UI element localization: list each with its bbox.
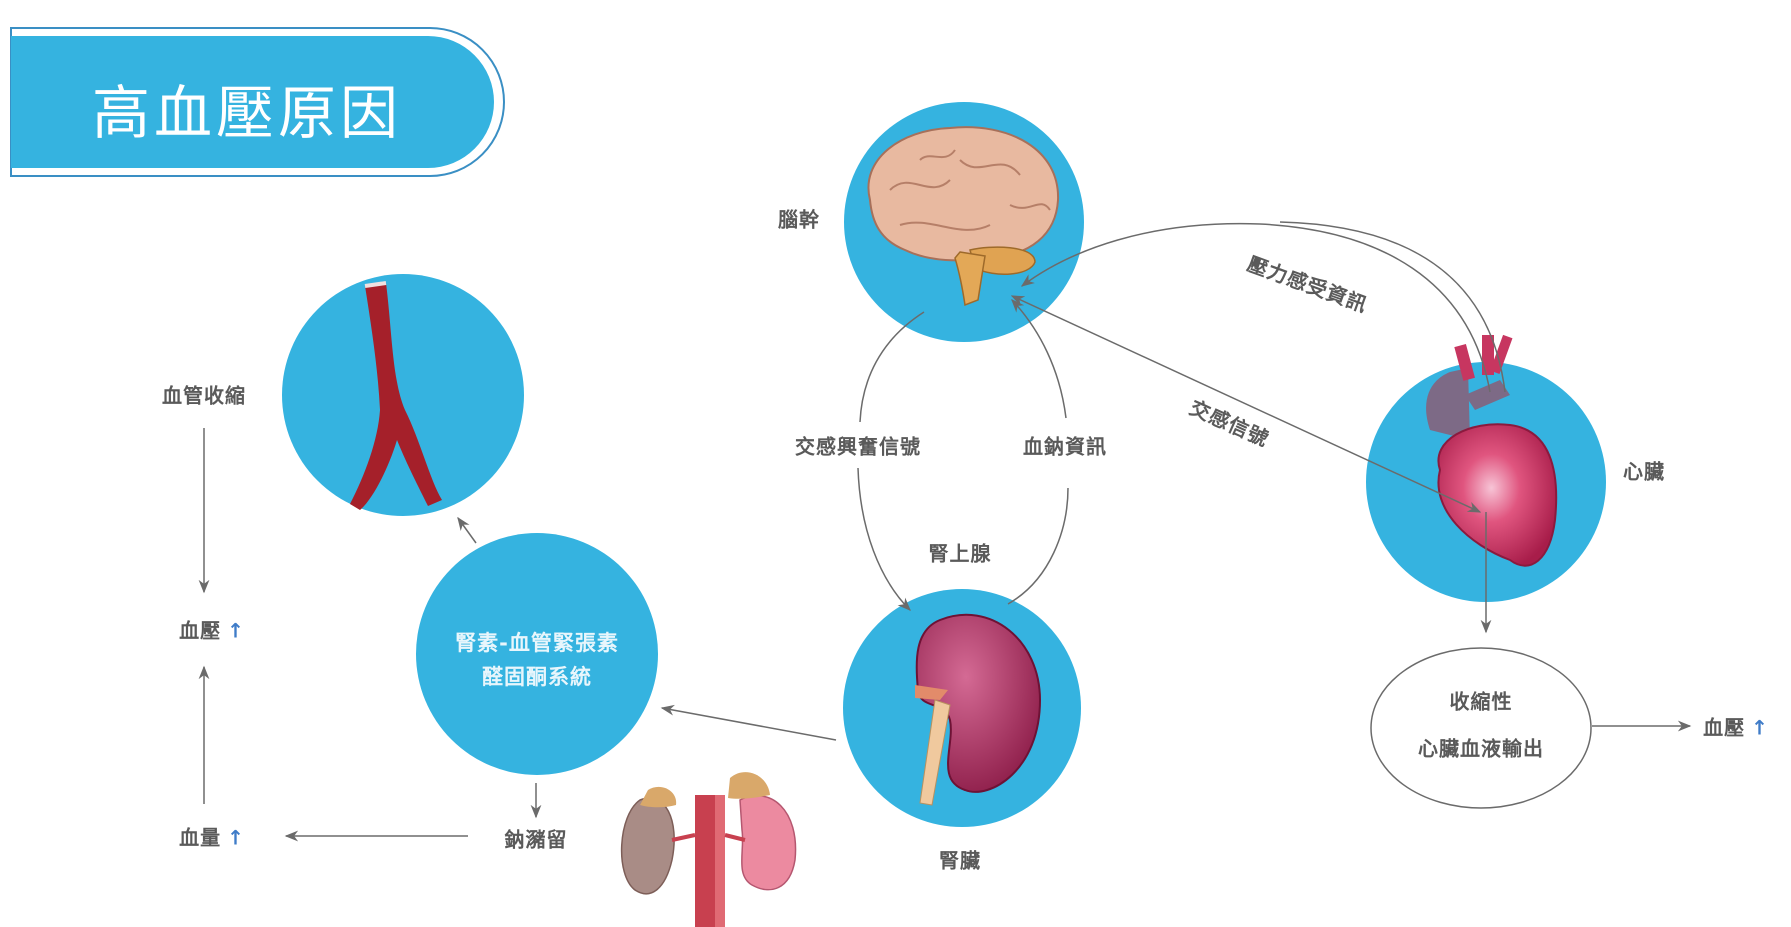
up-arrow-icon: ↑ [1751, 715, 1769, 740]
blood-vessel-icon [350, 281, 442, 510]
brain-icon [867, 126, 1060, 307]
up-arrow-icon: ↑ [227, 825, 245, 850]
title-banner [10, 27, 505, 177]
arc-brain-to-kidney-top [859, 311, 925, 423]
bp-right-text: 血壓 [1703, 715, 1746, 740]
blood-volume-text: 血量 [179, 825, 222, 850]
label-bp-left: 血壓↑ [179, 615, 245, 644]
label-blood-volume: 血量↑ [179, 822, 245, 851]
label-bp-right: 血壓↑ [1703, 712, 1769, 741]
arrow-kidney-to-raas [660, 704, 837, 741]
connectors [198, 221, 1692, 842]
page-title: 高血壓原因 [92, 79, 403, 147]
label-vasoconstriction: 血管收縮 [162, 383, 246, 408]
label-heart: 心臟 [1623, 459, 1665, 484]
label-blood-sodium-info: 血鈉資訊 [1023, 434, 1107, 459]
vessel-circle [282, 274, 524, 516]
arc-brain-to-kidney-bottom [857, 467, 911, 611]
arrow-sympathetic-signal [1010, 295, 1482, 513]
arc-kidney-to-brain-bottom [1007, 487, 1069, 605]
bp-left-text: 血壓 [179, 618, 222, 643]
cardiac-output-ellipse [1370, 647, 1592, 809]
arc-baroreceptor-outer [1279, 221, 1506, 393]
up-arrow-icon: ↑ [227, 618, 245, 643]
label-cardiac-output: 心臟血液輸出 [1418, 736, 1544, 761]
label-sympathetic-excitation: 交感興奮信號 [795, 434, 921, 459]
label-adrenal: 腎上腺 [928, 541, 992, 566]
label-kidney: 腎臟 [939, 848, 981, 873]
kidney-icon [915, 613, 1042, 806]
label-sodium-retention: 鈉瀦留 [504, 827, 568, 852]
arrow-raas-to-vessel [457, 516, 477, 544]
raas-line1: 腎素-血管緊張素 [455, 631, 619, 655]
label-brainstem: 腦幹 [778, 207, 820, 232]
label-raas: 腎素-血管緊張素醛固酮系統 [455, 626, 619, 694]
label-contractility: 收縮性 [1449, 689, 1513, 714]
raas-circle [416, 533, 658, 775]
raas-line2: 醛固酮系統 [482, 665, 592, 689]
kidneys-pair-icon [620, 772, 797, 927]
